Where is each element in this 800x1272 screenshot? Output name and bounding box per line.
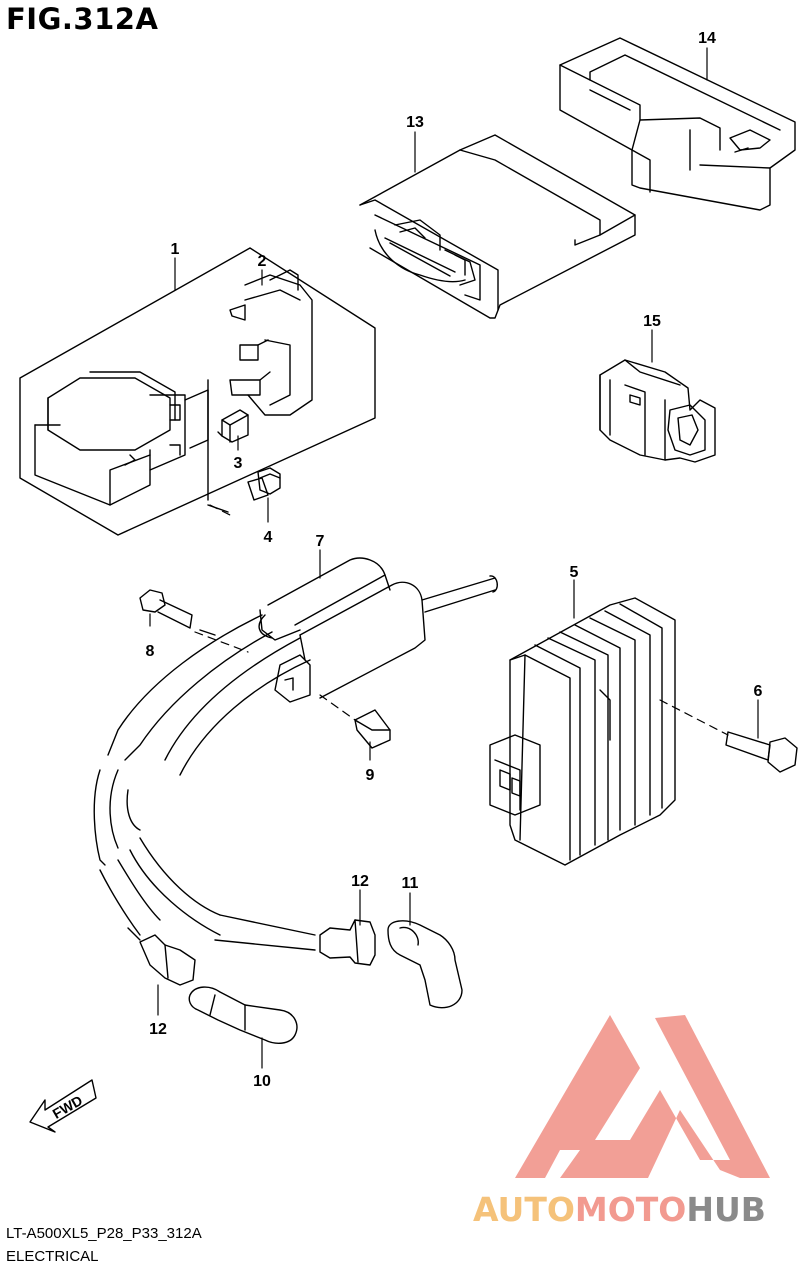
plug-boot-12-right	[319, 919, 376, 966]
callout-6: 6	[754, 683, 763, 700]
callout-10: 10	[253, 1073, 271, 1090]
callout-numbers: 1 2 3 4 5 6 7 8 9 10 11 12 12 13 14 15	[146, 30, 763, 1090]
watermark-wordmark: AUTOMOTOHUB	[473, 1190, 766, 1229]
callout-13: 13	[406, 114, 424, 131]
spark-plug-cap-10	[188, 986, 298, 1044]
figure-title: FIG.312A	[6, 2, 159, 36]
callout-9: 9	[366, 767, 375, 784]
collar-9	[354, 709, 391, 749]
fuse	[217, 409, 249, 443]
watermark-hub: HUB	[686, 1190, 766, 1229]
bolt-6	[725, 731, 798, 773]
watermark-moto: MOTO	[574, 1190, 687, 1229]
callout-8: 8	[146, 643, 155, 660]
bolt-8	[139, 589, 216, 636]
watermark-auto: AUTO	[473, 1190, 575, 1229]
high-tension-cords	[93, 614, 316, 951]
starter-relay	[34, 371, 229, 513]
callout-14: 14	[698, 30, 716, 47]
callout-5: 5	[570, 564, 579, 581]
callout-3: 3	[234, 455, 243, 472]
diagram-section: ELECTRICAL	[6, 1248, 99, 1265]
callout-12-right: 12	[351, 873, 369, 890]
coupler-connector	[599, 359, 716, 463]
callout-4: 4	[264, 529, 273, 546]
diagram-code: LT-A500XL5_P28_P33_312A	[6, 1225, 202, 1242]
leader-lines	[149, 47, 759, 1069]
plug-boot-12-left	[139, 934, 196, 986]
ecm-unit	[359, 134, 636, 319]
watermark-logo	[515, 1015, 770, 1178]
callout-11: 11	[402, 875, 419, 892]
bolt-4	[247, 467, 281, 501]
spark-plug-cap-11	[387, 920, 463, 1009]
ecm-bracket	[559, 37, 796, 211]
regulator-rectifier	[489, 597, 676, 866]
callout-2: 2	[258, 253, 267, 270]
callout-15: 15	[643, 313, 661, 330]
part-1-group-box	[19, 247, 376, 536]
ignition-coil	[258, 557, 498, 703]
callout-12-left: 12	[149, 1021, 167, 1038]
relay-cover	[229, 269, 313, 416]
callout-7: 7	[316, 533, 325, 550]
forward-arrow-icon: FWD	[29, 1079, 97, 1133]
callout-1: 1	[171, 241, 180, 258]
